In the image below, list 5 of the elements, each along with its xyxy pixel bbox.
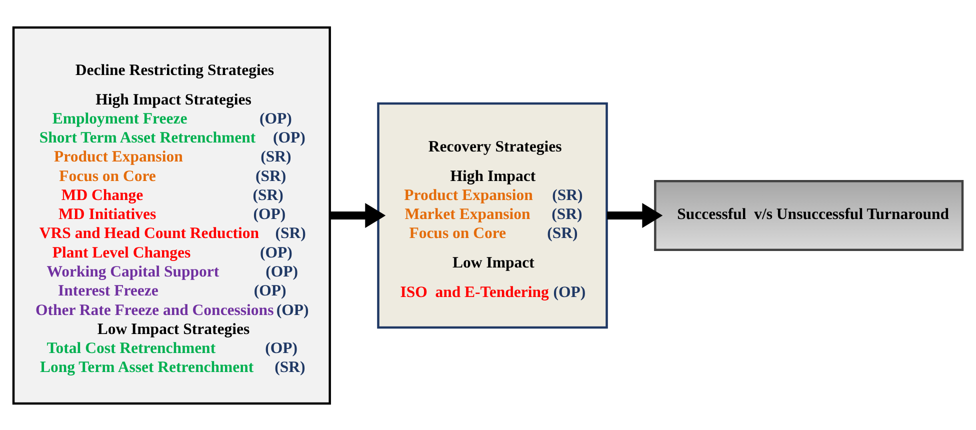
node-box: Decline Restricting Strategies High Impact Strategies Employment Freeze (OP) Short Term Asset Retrenchment (OP) Product Expansion (SR) Focus on Core (SR) MD Change (SR) MD Initiatives (OP) VRS and Head Count Reduction (SR) Plant Level Changes (OP) Working Capital Support (OP) Interest Freeze (OP) Other Rate Freeze and Concessions (OP) Low Impact Strategies Total Cost Retrenchment (OP) Long Term Asset Retrenchment (SR) (12, 26, 331, 404)
node-box: Recovery Strategies High Impact Product Expansion (SR) Market Expansion (SR) Focus on Core (SR) Low Impact ISO and E-Tendering (OP) (377, 102, 608, 328)
arrow (607, 202, 663, 228)
arrow (330, 202, 386, 228)
node-box: Successful v/s Unsuccessful Turnaround (654, 180, 964, 250)
